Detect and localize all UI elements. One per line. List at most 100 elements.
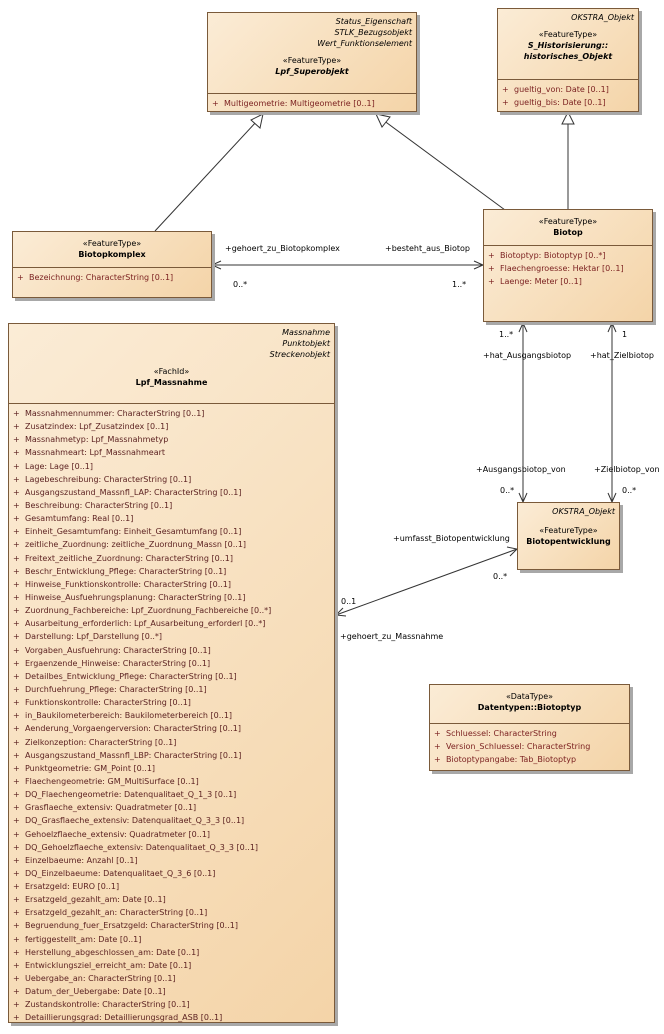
attribute-row: +Vorgaben_Ausfuehrung: CharacterString [… [13, 645, 211, 655]
attribute-row: +fertiggestellt_am: Date [0..1] [13, 934, 142, 944]
role-gehoert-zu-massnahme: +gehoert_zu_Massnahme [340, 632, 444, 641]
attribute-row: + Schluessel: CharacterString [434, 729, 557, 738]
attribute-row: +Grasflaeche_extensiv: Quadratmeter [0..… [13, 803, 197, 813]
arrow-open [334, 607, 347, 617]
attribute-row: + gueltig_von: Date [0..1] [502, 85, 609, 94]
attribute-row: +Lagebeschreibung: CharacterString [0..1… [13, 474, 192, 484]
class-lpf-massnahme[interactable]: Massnahme Punktobjekt Streckenobjekt «Fa… [8, 323, 335, 1023]
attribute-row: +Aenderung_Vorgaengerversion: CharacterS… [13, 724, 241, 734]
tag-wert-funktionselement: Wert_Funktionselement [317, 39, 412, 48]
attribute-row: +Zusatzindex: Lpf_Zusatzindex [0..1] [13, 422, 169, 432]
attribute-row: + Flaechengroesse: Hektar [0..1] [488, 264, 624, 274]
class-historisches-objekt[interactable]: OKSTRA_Objekt «FeatureType» S_Historisie… [497, 8, 639, 112]
arrow-open [506, 546, 519, 557]
role-zielbiotop-von: +Zielbiotop_von [594, 465, 660, 474]
class-stereotype: «FachId» [153, 367, 190, 376]
multiplicity-label: 0..1 [341, 597, 357, 606]
attribute-row: +Massnahmeart: Lpf_Massnahmeart [13, 448, 166, 458]
multiplicity-label: 0..* [622, 486, 637, 495]
class-biotop[interactable]: «FeatureType» Biotop + Biotoptyp: Biotop… [483, 209, 653, 322]
multiplicity-label: 1 [622, 330, 628, 339]
attribute-row: +Darstellung: Lpf_Darstellung [0..*] [13, 632, 163, 642]
class-name: Biotopentwicklung [526, 537, 611, 546]
class-biotopkomplex[interactable]: «FeatureType» Biotopkomplex + Bezeichnun… [12, 231, 212, 298]
tag-okstra-objekt: OKSTRA_Objekt [552, 507, 615, 516]
class-name: Lpf_Superobjekt [275, 67, 349, 76]
attribute-row: +Ergaenzende_Hinweise: CharacterString [… [13, 658, 211, 668]
attribute-row: +Ausgangszustand_Massnfl_LBP: CharacterS… [13, 750, 242, 760]
attribute-row: +Ersatzgeld: EURO [0..1] [13, 882, 120, 892]
attribute-row: +Datum_der_Uebergabe: Date [0..1] [13, 987, 166, 997]
tag-stlk-bezugsobjekt: STLK_Bezugsobjekt [334, 28, 412, 37]
attribute-row: + Biotoptyp: Biotoptyp [0..*] [488, 251, 606, 260]
class-stereotype: «FeatureType» [538, 217, 598, 226]
attribute-row: +DQ_Einzelbaeume: Datenqualitaet_Q_3_6 [… [13, 868, 216, 878]
class-name: Biotop [553, 228, 583, 237]
multiplicity-label: 1..* [452, 280, 467, 289]
attribute-row: +Zustandskontrolle: CharacterString [0..… [13, 1000, 190, 1010]
attribute-row: +Hinweise_Ausfuehrungsplanung: Character… [13, 592, 246, 602]
class-biotopentwicklung[interactable]: OKSTRA_Objekt «FeatureType» Biotopentwic… [517, 502, 620, 570]
arrow-open [607, 321, 617, 333]
attribute-row: +DQ_Gehoelzflaeche_extensiv: Datenqualit… [13, 842, 259, 852]
association-massnahme-entwicklung [335, 548, 518, 616]
multiplicity-label: 0..* [500, 486, 515, 495]
class-stereotype: «FeatureType» [282, 56, 342, 65]
class-stereotype: «DataType» [505, 692, 554, 701]
arrow-open [210, 260, 222, 270]
role-besteht-aus-biotop: +besteht_aus_Biotop [385, 244, 470, 253]
attribute-row: +Zielkonzeption: CharacterString [0..1] [13, 737, 177, 747]
class-stereotype: «FeatureType» [538, 30, 598, 39]
arrow-open [518, 321, 528, 333]
class-stereotype: «FeatureType» [539, 526, 598, 535]
tag-massnahme: Massnahme [282, 328, 330, 337]
attribute-row: +Freitext_zeitliche_Zuordnung: Character… [13, 553, 234, 563]
multiplicity-label: 0..* [233, 280, 248, 289]
attribute-row: +in_Baukilometerbereich: Baukilometerber… [13, 711, 233, 721]
generalization-biotopkomplex-superobjekt [154, 120, 258, 232]
attribute-row: + Biotoptypangabe: Tab_Biotoptyp [434, 755, 577, 765]
attribute-row: + Laenge: Meter [0..1] [488, 277, 582, 287]
attribute-row: + gueltig_bis: Date [0..1] [502, 98, 606, 108]
attribute-row: + Version_Schluessel: CharacterString [434, 742, 591, 752]
tag-streckenobjekt: Streckenobjekt [269, 350, 330, 359]
tag-okstra-objekt: OKSTRA_Objekt [571, 13, 634, 22]
role-gehoert-zu-biotopkomplex: +gehoert_zu_Biotopkomplex [225, 244, 340, 253]
class-stereotype: «FeatureType» [82, 239, 142, 248]
role-umfasst-biotopentwicklung: +umfasst_Biotopentwicklung [393, 534, 510, 543]
attribute-row: +Massnahmetyp: Lpf_Massnahmetyp [13, 435, 169, 445]
class-datentypen-biotoptyp[interactable]: «DataType» Datentypen::Biotoptyp + Schlu… [429, 684, 630, 771]
attribute-row: + Bezeichnung: CharacterString [0..1] [17, 273, 174, 282]
attribute-row: +Flaechengeometrie: GM_MultiSurface [0..… [13, 776, 199, 786]
attribute-row: +Lage: Lage [0..1] [13, 461, 94, 471]
attribute-row: +Hinweise_Funktionskontrolle: CharacterS… [13, 579, 231, 589]
role-ausgangsbiotop-von: +Ausgangsbiotop_von [476, 465, 566, 474]
attribute-row: +Gehoelzflaeche_extensiv: Quadratmeter [… [13, 829, 211, 839]
class-name: Biotopkomplex [78, 250, 146, 259]
attribute-row: +DQ_Flaechengeometrie: Datenqualitaet_Q_… [13, 790, 237, 800]
attribute-row: +Durchfuehrung_Pflege: CharacterString [… [13, 684, 207, 694]
attribute-row: +Einzelbaeume: Anzahl [0..1] [13, 855, 138, 865]
class-name: Lpf_Massnahme [135, 378, 208, 387]
tag-punktobjekt: Punktobjekt [282, 339, 330, 348]
attribute-row: +Beschr_Entwicklung_Pflege: CharacterStr… [13, 566, 227, 576]
attribute-row: +Punktgeometrie: GM_Point [0..1] [13, 763, 156, 773]
attribute-row: +Ausgangszustand_Massnfl_LAP: CharacterS… [13, 487, 242, 497]
class-lpf-superobjekt[interactable]: Status_Eigenschaft STLK_Bezugsobjekt Wer… [207, 12, 417, 112]
attribute-row: +Ersatzgeld_gezahlt_am: Date [0..1] [13, 895, 166, 905]
attribute-row: +Massnahmennummer: CharacterString [0..1… [13, 409, 205, 418]
inheritance-arrowhead [375, 113, 391, 128]
attribute-row: +Zuordnung_Fachbereiche: Lpf_Zuordnung_F… [13, 606, 272, 616]
class-name: Datentypen::Biotoptyp [477, 703, 582, 712]
role-hat-zielbiotop: +hat_Zielbiotop [590, 351, 654, 360]
multiplicity-label: 0..* [493, 572, 508, 581]
attribute-row: +Funktionskontrolle: CharacterString [0.… [13, 698, 191, 708]
attribute-row: + Multigeometrie: Multigeometrie [0..1] [212, 99, 375, 108]
tag-status-eigenschaft: Status_Eigenschaft [335, 17, 412, 26]
inheritance-arrowhead [250, 113, 264, 129]
attribute-row: +Beschreibung: CharacterString [0..1] [13, 500, 173, 510]
attribute-row: +Begruendung_fuer_Ersatzgeld: CharacterS… [13, 921, 238, 931]
attribute-row: +zeitliche_Zuordnung: zeitliche_Zuordnun… [13, 540, 247, 550]
attribute-row: +Ersatzgeld_gezahlt_an: CharacterString … [13, 908, 208, 918]
